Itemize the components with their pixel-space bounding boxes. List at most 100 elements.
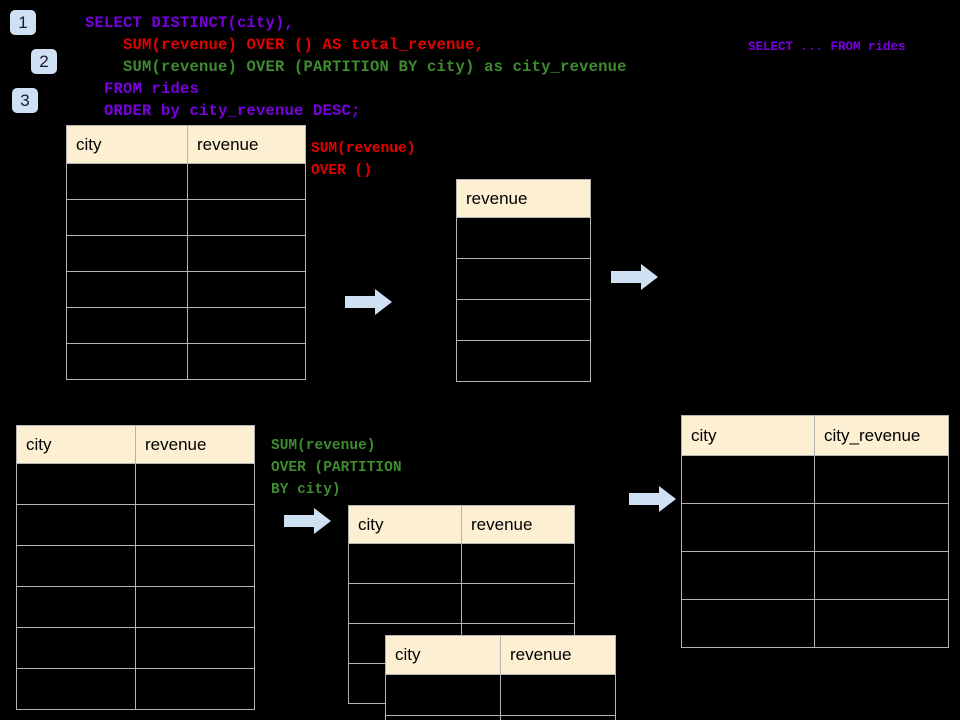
arrow-total-to-result	[611, 263, 659, 291]
sql-query-block: SELECT DISTINCT(city), SUM(revenue) OVER…	[85, 12, 627, 122]
column-header-revenue: revenue	[456, 179, 591, 218]
annotation-sum-over-partition: SUM(revenue) OVER (PARTITION BY city)	[271, 438, 402, 498]
column-header-city: city	[681, 415, 815, 456]
annotation-sum-over-empty: SUM(revenue) OVER ()	[311, 141, 416, 179]
table-row	[348, 543, 575, 584]
table-cell	[135, 586, 255, 628]
table-row	[681, 551, 949, 600]
table-cell	[187, 343, 306, 380]
table-row	[456, 340, 591, 382]
column-header-revenue: revenue	[135, 425, 255, 464]
table-row	[456, 258, 591, 300]
total-revenue-table: revenue	[456, 179, 591, 382]
table-cell	[814, 551, 949, 600]
table-row	[16, 627, 255, 669]
table-cell	[456, 340, 591, 382]
table-row	[66, 163, 306, 200]
table-row	[66, 343, 306, 380]
sql-line-5: ORDER by city_revenue DESC;	[85, 102, 361, 120]
table-cell	[135, 545, 255, 587]
table-row	[385, 715, 616, 720]
table-cell	[66, 199, 188, 236]
table-row	[66, 199, 306, 236]
table-cell	[681, 551, 815, 600]
table-cell	[135, 668, 255, 710]
column-header-revenue: revenue	[500, 635, 616, 675]
column-header-city: city	[385, 635, 501, 675]
table-cell	[135, 627, 255, 669]
table-cell	[66, 271, 188, 308]
table-row	[16, 504, 255, 546]
table-cell	[135, 463, 255, 505]
table-cell	[16, 463, 136, 505]
table-cell	[500, 674, 616, 716]
table-cell	[66, 343, 188, 380]
step-badge-2: 2	[31, 49, 57, 74]
table-cell	[187, 199, 306, 236]
arrow-rides-to-total	[345, 288, 393, 316]
table-cell	[814, 503, 949, 552]
column-header-revenue: revenue	[187, 125, 306, 164]
table-cell	[16, 545, 136, 587]
column-header-city: city	[348, 505, 462, 544]
table-row	[681, 503, 949, 552]
table-cell	[187, 235, 306, 272]
table-cell	[187, 163, 306, 200]
table-row	[16, 545, 255, 587]
table-header-row: revenue	[456, 179, 591, 218]
table-cell	[456, 217, 591, 259]
select-from-rides-note: SELECT ... FROM rides	[748, 40, 906, 54]
table-cell	[16, 586, 136, 628]
table-cell	[348, 583, 462, 624]
sql-line-2: SUM(revenue) OVER () AS total_revenue,	[85, 36, 485, 54]
table-cell	[814, 455, 949, 504]
table-cell	[66, 163, 188, 200]
table-cell	[681, 455, 815, 504]
table-cell	[500, 715, 616, 720]
column-header-city: city	[66, 125, 188, 164]
table-cell	[16, 668, 136, 710]
sql-line-3: SUM(revenue) OVER (PARTITION BY city) as…	[85, 58, 627, 76]
sql-line-1: SELECT DISTINCT(city),	[85, 14, 295, 32]
table-cell	[461, 543, 575, 584]
table-cell	[135, 504, 255, 546]
table-row	[681, 455, 949, 504]
table-row	[385, 674, 616, 716]
table-row	[66, 307, 306, 344]
table-cell	[66, 307, 188, 344]
table-cell	[16, 627, 136, 669]
table-cell	[385, 674, 501, 716]
column-header-city_revenue: city_revenue	[814, 415, 949, 456]
table-cell	[187, 271, 306, 308]
table-row	[16, 668, 255, 710]
table-cell	[385, 715, 501, 720]
table-cell	[16, 504, 136, 546]
table-row	[681, 599, 949, 648]
table-cell	[456, 299, 591, 341]
table-cell	[348, 543, 462, 584]
arrow-rides-to-partition	[284, 507, 332, 535]
column-header-city: city	[16, 425, 136, 464]
arrow-partition-to-result	[629, 485, 677, 513]
table-cell	[461, 583, 575, 624]
column-header-revenue: revenue	[461, 505, 575, 544]
sql-line-4: FROM rides	[85, 80, 200, 98]
table-cell	[681, 503, 815, 552]
step-badge-1: 1	[10, 10, 36, 35]
table-row	[348, 583, 575, 624]
table-row	[456, 217, 591, 259]
table-row	[456, 299, 591, 341]
table-cell	[814, 599, 949, 648]
step-badge-3: 3	[12, 88, 38, 113]
table-row	[16, 463, 255, 505]
table-cell	[456, 258, 591, 300]
table-cell	[187, 307, 306, 344]
